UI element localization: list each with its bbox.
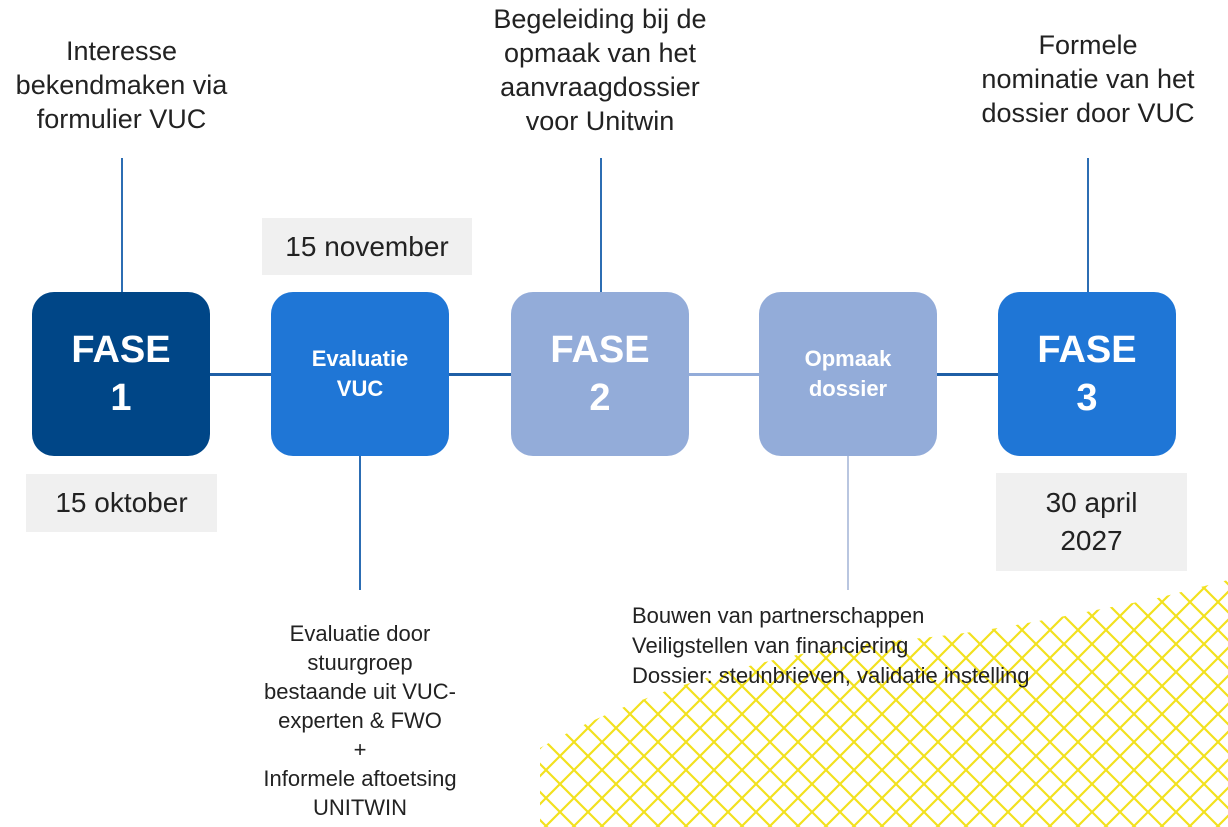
connector-line bbox=[210, 373, 272, 376]
fase3-box: FASE 3 bbox=[998, 292, 1176, 456]
fase1-box: FASE 1 bbox=[32, 292, 210, 456]
fase1-date: 15 oktober bbox=[26, 474, 217, 532]
fase2-description: Begeleiding bij de opmaak van het aanvra… bbox=[493, 4, 707, 136]
fase1-top-connector bbox=[121, 158, 123, 292]
connector-line bbox=[689, 373, 761, 376]
opmaak-box: Opmaak dossier bbox=[759, 292, 937, 456]
evaluatie-box: Evaluatie VUC bbox=[271, 292, 449, 456]
fase3-number: 3 bbox=[1076, 377, 1098, 419]
fase3-description: Formele nominatie van het dossier door V… bbox=[981, 30, 1195, 128]
fase1-number: 1 bbox=[110, 377, 132, 419]
opmaak-subtitle: dossier bbox=[808, 376, 888, 401]
fase1-description: Interesse bekendmaken via formulier VUC bbox=[15, 36, 228, 134]
fase2-top-connector bbox=[600, 158, 602, 292]
opmaak-bottom-connector bbox=[847, 456, 849, 590]
evaluatie-title: Evaluatie bbox=[311, 346, 409, 371]
connector-line bbox=[449, 373, 512, 376]
fase3-title: FASE bbox=[1037, 329, 1137, 371]
fase1-title: FASE bbox=[71, 329, 171, 371]
evaluatie-date: 15 november bbox=[262, 218, 472, 275]
fase2-number: 2 bbox=[589, 377, 611, 419]
opmaak-title: Opmaak bbox=[804, 346, 892, 371]
fase3-date: 30 april 2027 bbox=[996, 473, 1187, 571]
fase2-box: FASE 2 bbox=[511, 292, 689, 456]
fase3-top-connector bbox=[1087, 158, 1089, 292]
evaluatie-description: Evaluatie door stuurgroep bestaande uit … bbox=[263, 621, 457, 820]
evaluatie-bottom-connector bbox=[359, 456, 361, 590]
fase2-title: FASE bbox=[550, 329, 650, 371]
opmaak-description: Bouwen van partnerschappen Veiligstellen… bbox=[632, 603, 1030, 688]
evaluatie-subtitle: VUC bbox=[336, 376, 384, 401]
connector-line bbox=[937, 373, 999, 376]
